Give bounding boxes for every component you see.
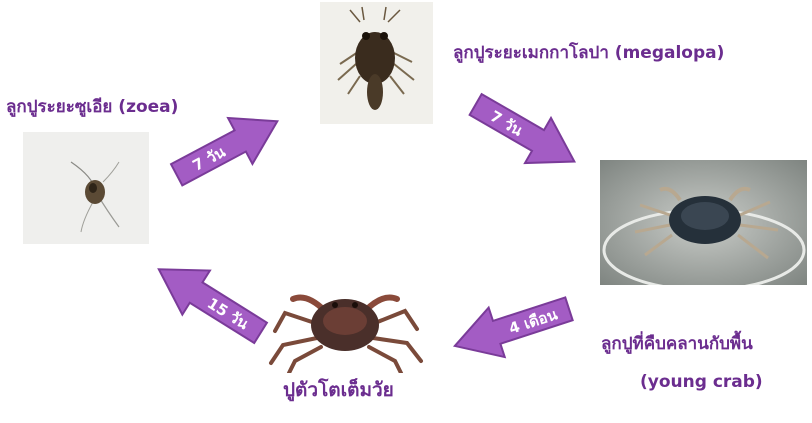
megalopa-label: ลูกปูระยะเมกกาโลปา (megalopa) [453, 43, 725, 63]
megalopa-photo [320, 2, 433, 124]
arrow-young-to-adult: 4 เดือน [452, 296, 574, 359]
adult-crab-photo [255, 283, 435, 373]
young-crab-label-thai: ลูกปูที่คืบคลานกับพื้น [601, 334, 753, 354]
adult-crab-label: ปูตัวโตเต็มวัย [283, 379, 394, 401]
arrow-zoea-to-megalopa: 7 วัน [169, 116, 280, 187]
zoea-photo [23, 132, 149, 244]
young-crab-photo [600, 160, 807, 285]
zoea-label: ลูกปูระยะซูเอีย (zoea) [6, 97, 179, 117]
arrow-adult-to-zoea: 15 วัน [157, 268, 269, 345]
arrow-megalopa-to-young: 7 วัน [468, 92, 577, 165]
young-crab-label-en: (young crab) [640, 372, 763, 392]
